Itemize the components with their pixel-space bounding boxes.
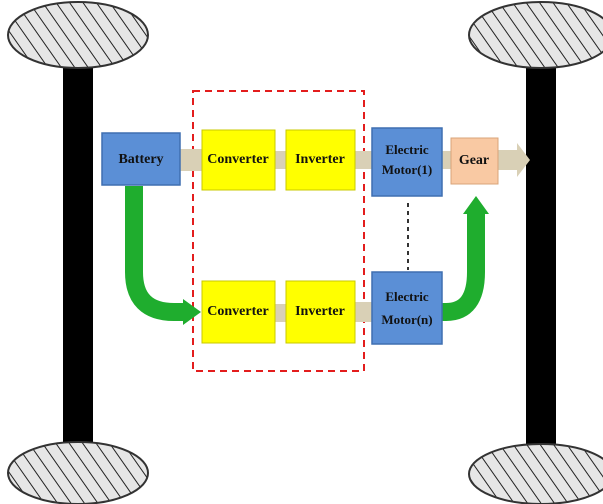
- motor-to-gear-arrowhead: [463, 196, 489, 214]
- connector-converter-inverter-top: [275, 151, 286, 169]
- motor-label-bottom-line2: Motor(n): [381, 312, 432, 327]
- connector-battery-converter: [180, 149, 202, 171]
- motor-label-top-line1: Electric: [385, 142, 429, 157]
- inverter-label-bottom: Inverter: [295, 304, 345, 319]
- motor-label-bottom-line1: Electric: [385, 289, 429, 304]
- converter-label-bottom: Converter: [207, 304, 268, 319]
- motor-block-top: [371, 127, 443, 197]
- connector-inverter-motor-top: [355, 151, 372, 169]
- wheel-front-right: [468, 1, 603, 69]
- battery-to-converter-arrow: [125, 186, 185, 321]
- gear-block: [450, 137, 499, 185]
- wheel-rear-left: [7, 441, 149, 504]
- battery-to-converter-arrowhead: [183, 299, 201, 325]
- battery-block: [101, 132, 181, 186]
- wheel-front-left: [7, 1, 149, 69]
- motor-block-bottom: [371, 271, 443, 345]
- right-axle: [526, 48, 556, 466]
- wheel-rear-right: [468, 443, 603, 504]
- inverter-block-top: [285, 129, 356, 191]
- converter-block-top: [201, 129, 276, 191]
- battery-label: Battery: [118, 152, 163, 167]
- left-axle: [63, 48, 93, 466]
- converter-block-bottom: [201, 280, 276, 344]
- connector-inverter-motor-bottom: [355, 302, 372, 322]
- output-shaft-arrow: [498, 143, 530, 177]
- power-electronics-boundary: [192, 90, 365, 372]
- connector-motor-gear: [442, 151, 451, 169]
- connector-converter-inverter-bottom: [275, 304, 286, 322]
- motor-to-gear-arrow: [440, 212, 485, 321]
- inverter-block-bottom: [285, 280, 356, 344]
- motor-label-top-line2: Motor(1): [382, 162, 433, 177]
- converter-label-top: Converter: [207, 152, 268, 167]
- gear-label: Gear: [459, 153, 489, 168]
- inverter-label-top: Inverter: [295, 152, 345, 167]
